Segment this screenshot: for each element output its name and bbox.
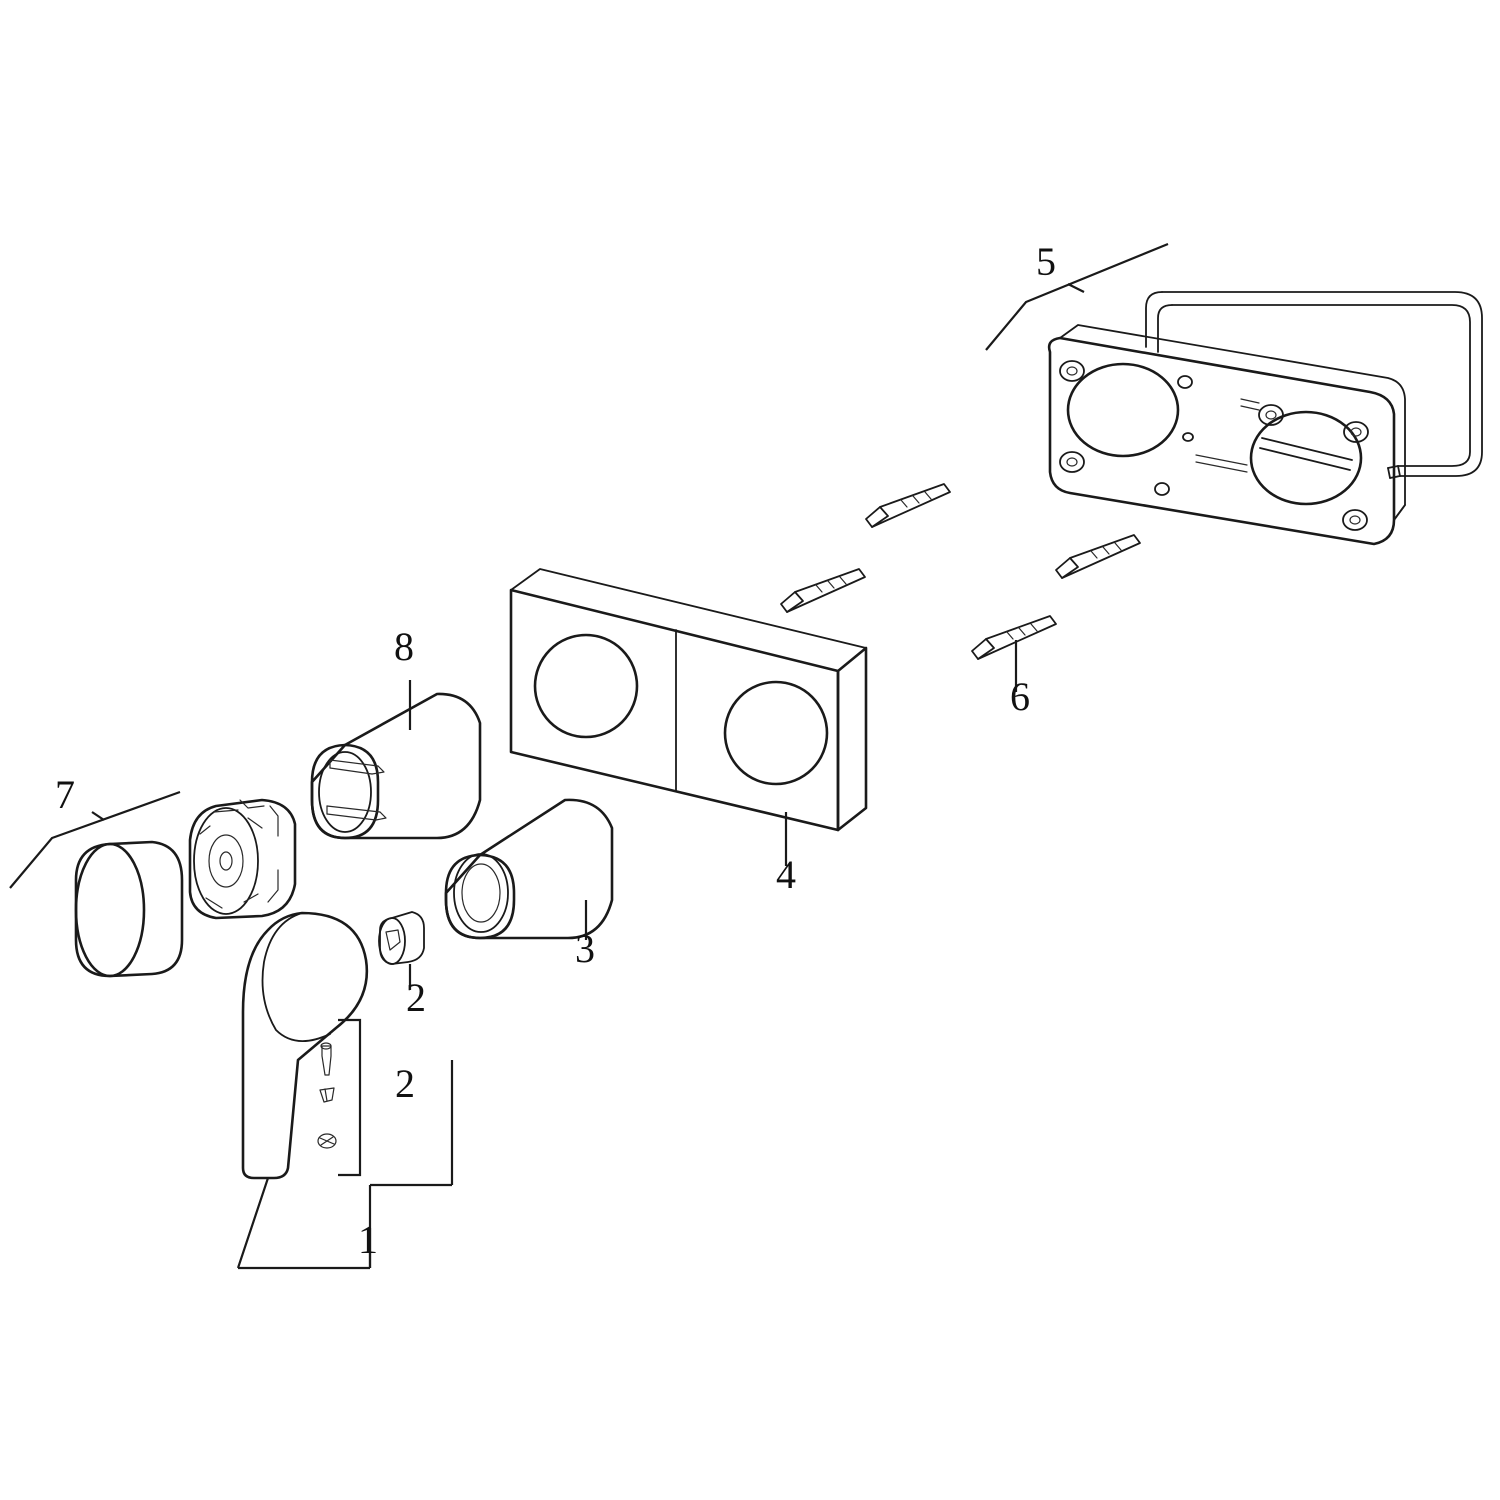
callout-label-6: 6 <box>1010 674 1030 719</box>
callout-labels: 1 2 2 3 4 5 6 7 8 <box>55 239 1056 1262</box>
mounting-screw <box>971 615 1057 660</box>
fastener-grub-screw <box>317 1133 337 1149</box>
extension-sleeve <box>444 798 614 940</box>
lever-handle <box>241 911 369 1180</box>
mounting-screws <box>780 483 1141 660</box>
callout-label-2b: 2 <box>395 1061 415 1106</box>
clip-sleeve <box>310 692 482 840</box>
callout-leaders <box>9 242 1169 1270</box>
mounting-bracket <box>1047 324 1406 546</box>
callout-label-5: 5 <box>1036 239 1056 284</box>
adapter-ring <box>188 798 297 920</box>
mounting-bracket-and-wire-frame <box>1047 291 1483 546</box>
set-screw-sleeve <box>378 911 425 965</box>
callout-label-7: 7 <box>55 772 75 817</box>
fastener-screw <box>320 1042 332 1076</box>
mounting-screw <box>780 568 866 613</box>
mounting-screw <box>1055 534 1141 579</box>
callout-label-3: 3 <box>575 926 595 971</box>
fastener-set <box>317 1018 362 1177</box>
fastener-anchor <box>319 1087 335 1103</box>
end-cap <box>74 840 184 978</box>
callout-label-4: 4 <box>776 852 796 897</box>
callout-label-1: 1 <box>358 1217 378 1262</box>
wire-frame <box>1145 291 1483 479</box>
mounting-screw <box>865 483 951 528</box>
face-plate <box>509 568 868 832</box>
callout-label-2a: 2 <box>406 975 426 1020</box>
cap-and-adapter <box>74 798 297 978</box>
callout-label-8: 8 <box>394 624 414 669</box>
